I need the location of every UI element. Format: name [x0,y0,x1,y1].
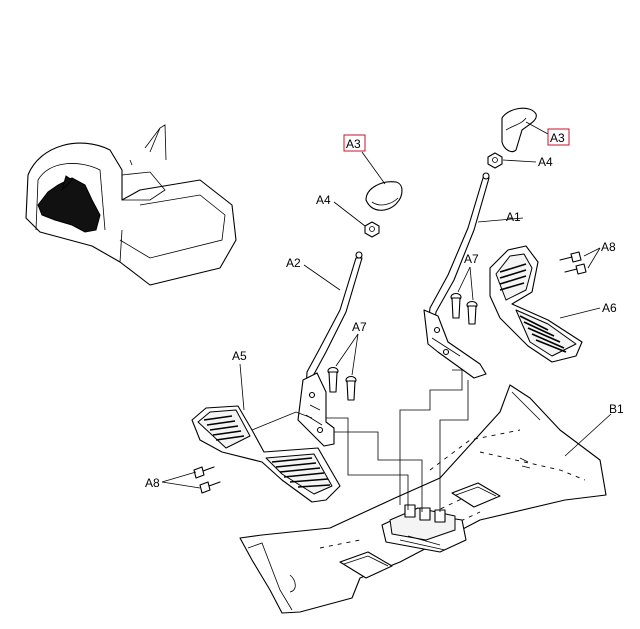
leader-lines [161,121,612,489]
callout-a3-right-box [547,128,570,146]
pedal-pad-a3-left [365,181,403,211]
floor-panel-b1 [239,384,607,614]
callout-a7-right: A7 [464,252,479,266]
accelerator-rod-a2 [297,251,363,447]
pedal-a5 [191,405,341,503]
callout-a3-left-box [343,134,366,152]
callout-a8-right: A8 [601,240,616,254]
pedal-a6-treads [499,263,567,353]
callout-a3-right: A3 [550,131,565,145]
screw-a8-right-2 [564,263,587,275]
pedal-pad-a3-right [501,107,537,153]
callout-b1: B1 [609,402,624,416]
callout-a8-left: A8 [145,476,160,490]
callout-a3-left: A3 [346,137,361,151]
callout-a4-right: A4 [538,155,553,169]
brake-rod-a1 [423,172,490,379]
vehicle-locator-thumbnail [25,124,237,286]
callout-a2: A2 [286,256,301,270]
screw-a8-left-1 [193,466,215,479]
pedal-area-highlight [37,177,101,233]
screw-a8-right-1 [559,251,582,263]
callout-a6: A6 [602,301,617,315]
bolt-a7-right-2 [466,300,478,325]
pedal-a6 [489,245,583,363]
bolt-a7-left-2 [345,375,357,401]
bolt-a7-right-1 [450,292,462,319]
bolt-a7-left-1 [327,366,339,393]
nut-a4-left [364,221,380,238]
callout-labels: A3 A3 A4 A4 A1 A2 A7 A7 A5 A6 A8 A8 B1 [145,128,624,490]
pedal-a5-treads [203,415,331,488]
callout-a4-left: A4 [316,193,331,207]
callout-a5: A5 [232,349,247,363]
screw-a8-left-2 [199,481,221,494]
callout-a1: A1 [506,210,521,224]
callout-a7-left: A7 [352,320,367,334]
nut-a4-right [487,152,503,169]
